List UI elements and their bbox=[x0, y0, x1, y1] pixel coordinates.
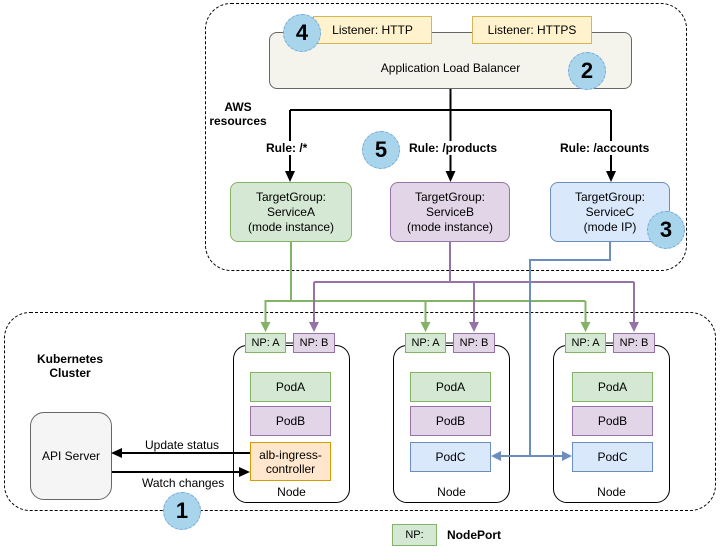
watch-changes-label: Watch changes bbox=[140, 476, 227, 490]
node-2-pod-a: PodA bbox=[410, 372, 491, 402]
alb-title: Application Load Balancer bbox=[380, 60, 521, 75]
node-1-label: Node bbox=[277, 485, 306, 499]
node-2-label: Node bbox=[437, 485, 466, 499]
node-3-pod-b: PodB bbox=[572, 406, 653, 436]
rule-label-products: Rule: /products bbox=[407, 141, 500, 155]
node-2-pod-c: PodC bbox=[410, 442, 491, 472]
node-2-pod-b: PodB bbox=[410, 406, 491, 436]
node-1-np-b-badge: NP: B bbox=[293, 333, 335, 353]
rule-label-root: Rule: /* bbox=[264, 141, 310, 155]
step-circle-3: 3 bbox=[647, 211, 685, 249]
listener-http-badge: Listener: HTTP bbox=[313, 16, 432, 44]
node-3-np-a-badge: NP: A bbox=[565, 333, 606, 353]
api-server-box: API Server bbox=[30, 412, 112, 500]
node-3-label: Node bbox=[597, 485, 626, 499]
step-circle-1: 1 bbox=[163, 492, 201, 530]
node-2-np-a-badge: NP: A bbox=[405, 333, 446, 353]
node-2-np-b-badge: NP: B bbox=[453, 333, 495, 353]
node-1-alb-ingress-controller: alb-ingress- controller bbox=[250, 442, 331, 481]
node-3-pod-c: PodC bbox=[572, 442, 653, 472]
aws-resources-container bbox=[205, 3, 687, 271]
step-circle-4: 4 bbox=[283, 14, 321, 52]
step-circle-5: 5 bbox=[362, 131, 400, 169]
update-status-label: Update status bbox=[143, 438, 222, 452]
rule-label-accounts: Rule: /accounts bbox=[558, 141, 652, 155]
node-3-pod-a: PodA bbox=[572, 372, 653, 402]
node-1-pod-a: PodA bbox=[250, 372, 331, 402]
step-circle-2: 2 bbox=[568, 52, 606, 90]
kubernetes-cluster-label: Kubernetes Cluster bbox=[36, 352, 104, 380]
legend-nodeport-label: NodePort bbox=[447, 528, 501, 542]
node-1-np-a-badge: NP: A bbox=[245, 333, 286, 353]
target-group-servicea: TargetGroup: ServiceA (mode instance) bbox=[230, 182, 352, 242]
listener-https-badge: Listener: HTTPS bbox=[472, 16, 592, 44]
target-group-serviceb: TargetGroup: ServiceB (mode instance) bbox=[390, 182, 510, 242]
legend-np-badge: NP: bbox=[392, 524, 437, 546]
node-1-pod-b: PodB bbox=[250, 406, 331, 436]
kubernetes-cluster-container bbox=[4, 312, 716, 511]
node-3-np-b-badge: NP: B bbox=[613, 333, 655, 353]
aws-resources-label: AWS resources bbox=[209, 100, 267, 128]
